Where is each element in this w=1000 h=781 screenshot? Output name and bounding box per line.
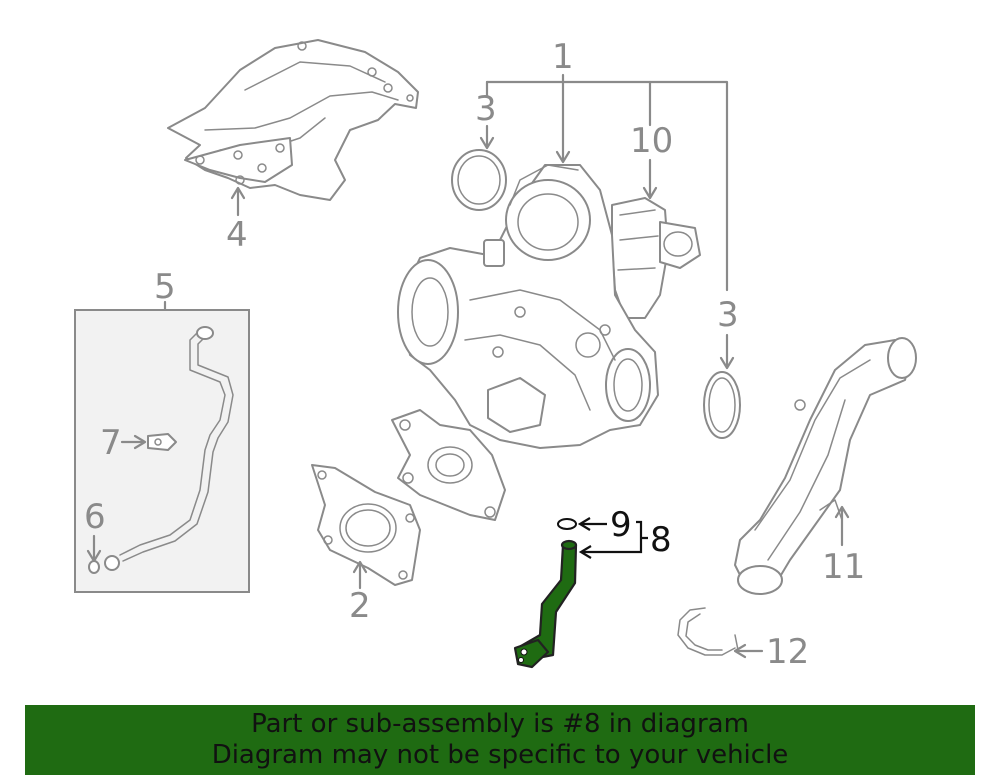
banjo-bolt-part-7 bbox=[147, 433, 177, 451]
gasket-ring-part-3-upper bbox=[451, 149, 507, 211]
callout-5: 5 bbox=[154, 267, 176, 307]
turbocharger-part-1 bbox=[397, 164, 659, 449]
arrowhead-3-upper bbox=[479, 136, 495, 150]
callout-6: 6 bbox=[84, 497, 106, 537]
gasket-ring-part-3-right bbox=[703, 371, 741, 439]
actuator-part-10 bbox=[611, 197, 701, 319]
bracket-8 bbox=[636, 520, 648, 554]
gasket-part-2 bbox=[311, 464, 421, 586]
callout-10: 10 bbox=[630, 121, 673, 161]
arrowhead-12 bbox=[733, 643, 747, 659]
callout-3-right: 3 bbox=[717, 295, 739, 335]
turbo-outlet-flange bbox=[391, 409, 506, 521]
bracket-1-3 bbox=[485, 80, 729, 292]
turbocharger-parts-diagram: 4 1 3 10 3 bbox=[74, 37, 917, 672]
pipe-part-8-highlighted bbox=[513, 539, 578, 669]
callout-8: 8 bbox=[650, 520, 672, 560]
seal-part-6 bbox=[88, 560, 100, 574]
clamp-part-12 bbox=[677, 607, 739, 656]
oil-line-part-5 bbox=[104, 326, 234, 571]
callout-7: 7 bbox=[100, 423, 122, 463]
callout-4: 4 bbox=[226, 215, 248, 255]
arrowhead-1 bbox=[555, 150, 571, 164]
callout-12: 12 bbox=[766, 632, 809, 672]
arrowhead-7 bbox=[133, 434, 147, 450]
arrowhead-9 bbox=[577, 517, 591, 531]
pipe-flange-hole-upper bbox=[520, 648, 528, 656]
banner-line-2: Diagram may not be specific to your vehi… bbox=[211, 740, 789, 770]
arrowhead-8 bbox=[578, 545, 592, 559]
heat-shield-part-4 bbox=[167, 39, 419, 201]
banner-line-1: Part or sub-assembly is #8 in diagram bbox=[251, 709, 749, 739]
callout-1: 1 bbox=[552, 37, 574, 77]
arrowhead-11 bbox=[834, 505, 850, 519]
arrowhead-3-right bbox=[719, 356, 735, 370]
arrowhead-10 bbox=[642, 186, 658, 200]
arrowhead-2 bbox=[352, 560, 368, 574]
arrowhead-4 bbox=[230, 186, 246, 200]
o-ring-part-9 bbox=[557, 518, 577, 530]
pipe-flange-hole-lower bbox=[518, 657, 524, 663]
callout-11: 11 bbox=[822, 547, 865, 587]
callout-3-upper: 3 bbox=[475, 89, 497, 129]
callout-2: 2 bbox=[349, 586, 371, 626]
part-info-banner: Part or sub-assembly is #8 in diagram Di… bbox=[25, 705, 975, 775]
callout-9: 9 bbox=[610, 505, 632, 545]
intake-hose-part-11 bbox=[734, 337, 917, 595]
